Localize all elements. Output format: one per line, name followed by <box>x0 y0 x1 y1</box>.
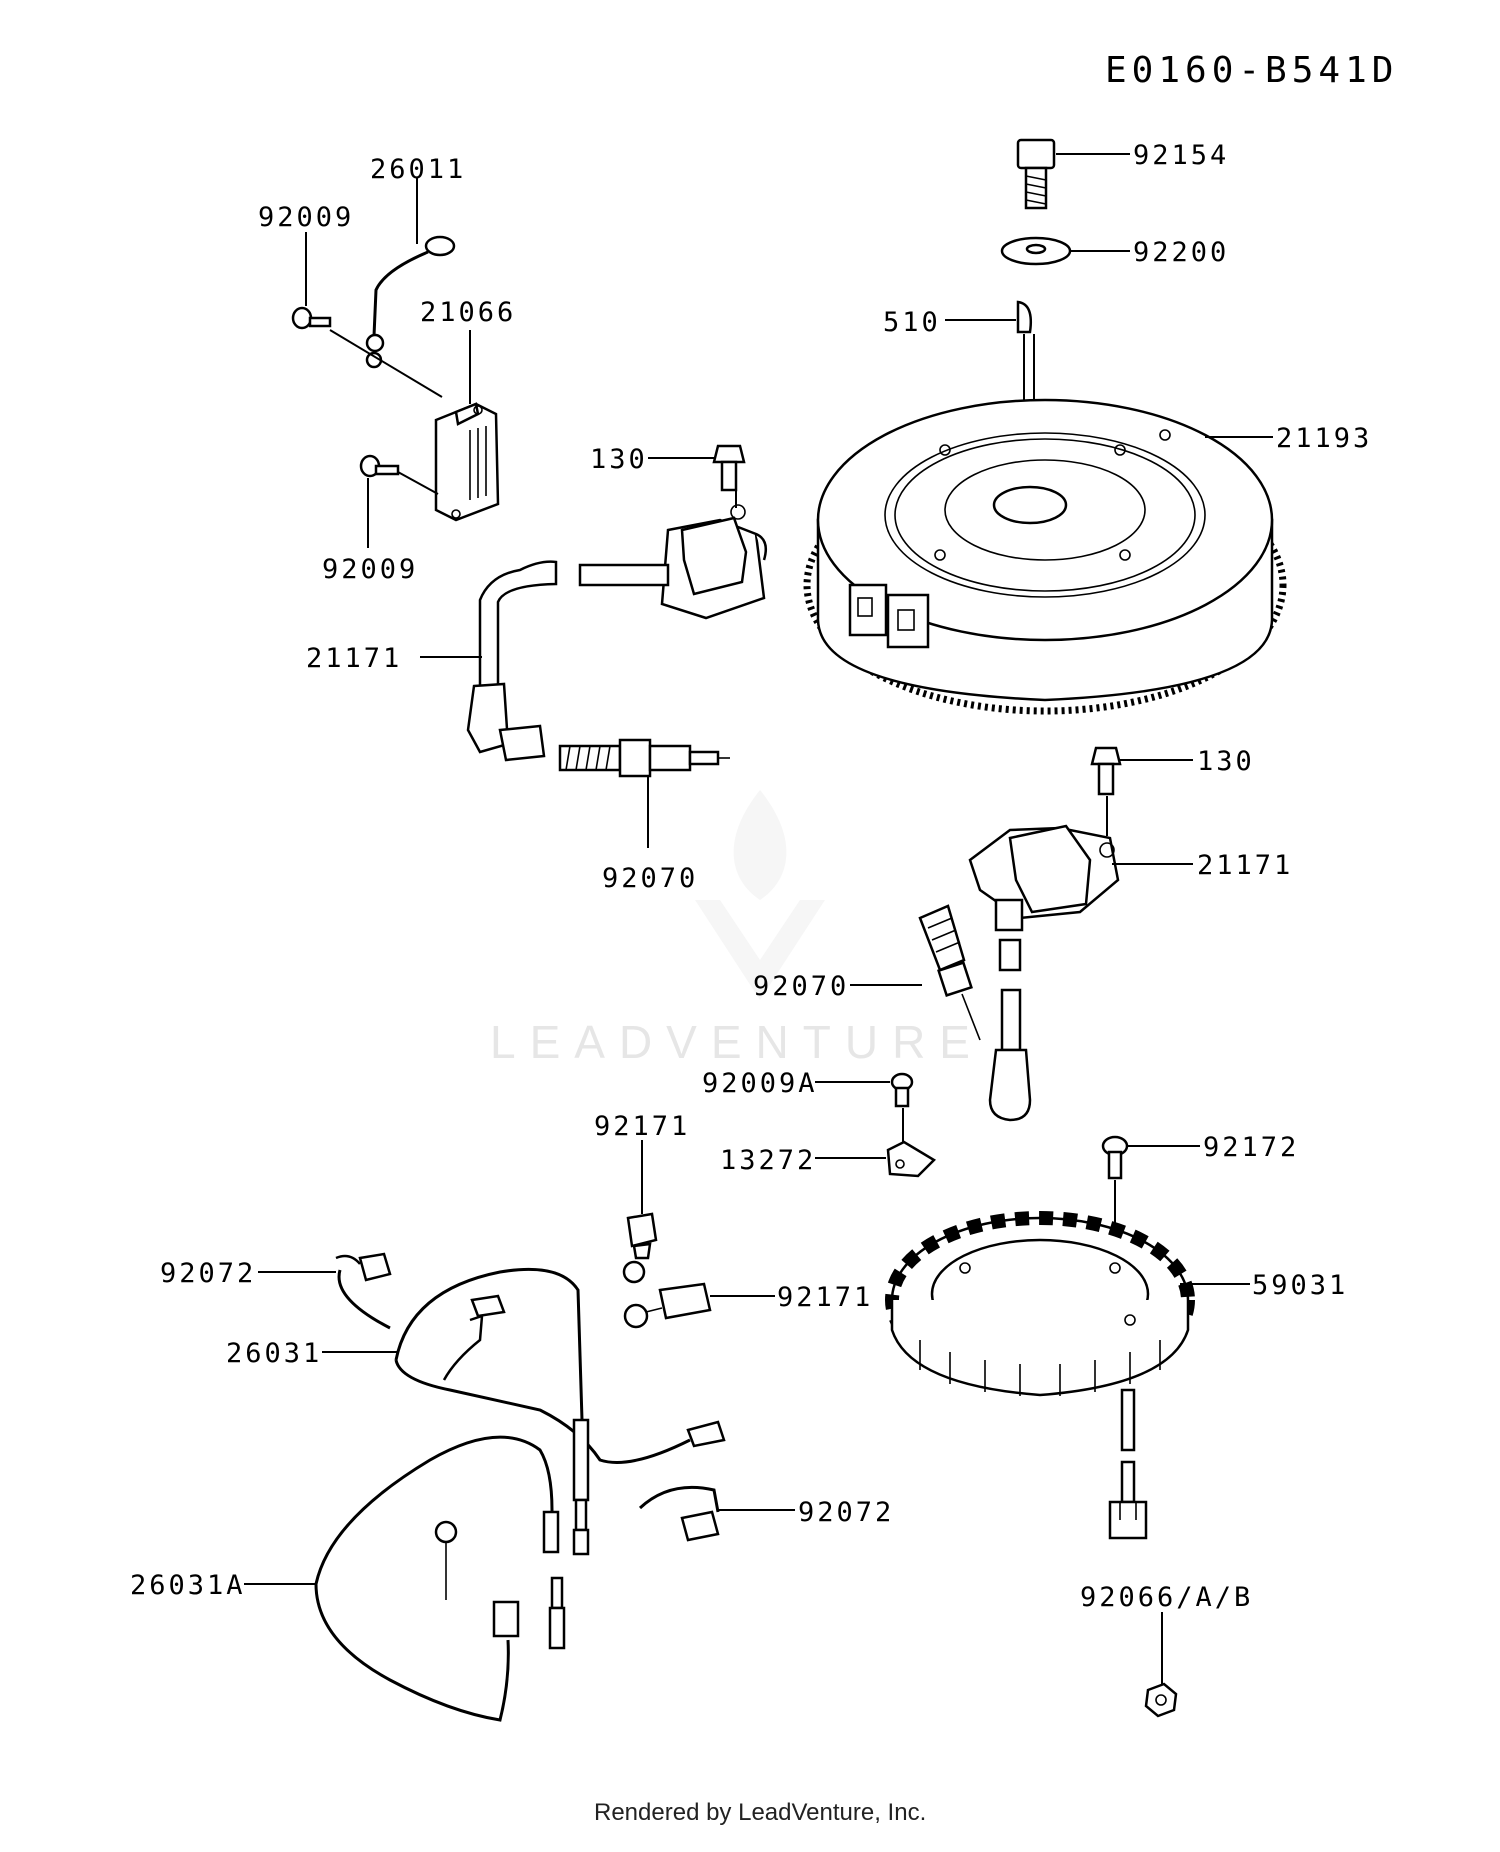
label-92009-bottom[interactable]: 92009 <box>322 554 418 585</box>
screw-92009-bottom-icon[interactable] <box>359 454 400 478</box>
diagram-code: E0160-B541D <box>1105 50 1398 91</box>
label-92200[interactable]: 92200 <box>1133 237 1229 268</box>
label-21171-right[interactable]: 21171 <box>1197 850 1293 881</box>
harness-26031-icon[interactable] <box>394 1267 726 1556</box>
ignition-coil-21171-right-icon[interactable] <box>968 824 1120 1052</box>
spark-plug-92070-left-icon[interactable] <box>558 738 730 778</box>
label-510[interactable]: 510 <box>883 307 941 338</box>
washer-92200-icon[interactable] <box>1000 236 1072 266</box>
screw-92009a-icon[interactable] <box>890 1072 914 1108</box>
label-92066[interactable]: 92066/A/B <box>1080 1582 1253 1613</box>
label-26011[interactable]: 26011 <box>370 154 466 185</box>
connector-92072-top-icon[interactable] <box>335 1252 392 1330</box>
screw-92009-top-icon[interactable] <box>291 306 332 330</box>
label-92009-top[interactable]: 92009 <box>258 202 354 233</box>
bolt-130-right-icon[interactable] <box>1090 746 1122 796</box>
label-92171-bottom[interactable]: 92171 <box>777 1282 873 1313</box>
spark-plug-92070-right-icon[interactable] <box>918 904 981 1041</box>
label-26031a[interactable]: 26031A <box>130 1570 246 1601</box>
label-21066[interactable]: 21066 <box>420 297 516 328</box>
label-92070-right[interactable]: 92070 <box>753 971 849 1002</box>
label-59031[interactable]: 59031 <box>1252 1270 1348 1301</box>
harness-26031a-icon[interactable] <box>314 1435 566 1722</box>
label-13272[interactable]: 13272 <box>720 1145 816 1176</box>
connector-92072-bottom-icon[interactable] <box>638 1485 720 1542</box>
ignition-coil-21171-left-icon[interactable] <box>660 504 767 620</box>
watermark-text: LEADVENTURE <box>490 1016 984 1068</box>
label-92070-left[interactable]: 92070 <box>602 863 698 894</box>
label-26031[interactable]: 26031 <box>226 1338 322 1369</box>
nut-92066-icon[interactable] <box>1144 1682 1178 1718</box>
label-92072-bottom[interactable]: 92072 <box>798 1497 894 1528</box>
label-130-right[interactable]: 130 <box>1197 746 1255 777</box>
watermark-logo <box>695 790 825 1000</box>
bolt-92172-icon[interactable] <box>1101 1135 1129 1180</box>
spark-plug-cap-right-icon[interactable] <box>988 1048 1032 1122</box>
flywheel-21193-icon[interactable] <box>803 398 1287 715</box>
stator-59031-icon[interactable] <box>885 1211 1195 1540</box>
label-92172[interactable]: 92172 <box>1203 1132 1299 1163</box>
label-92154[interactable]: 92154 <box>1133 140 1229 171</box>
footer-credit: Rendered by LeadVenture, Inc. <box>594 1799 926 1826</box>
terminal-92171-bottom-icon[interactable] <box>623 1282 712 1329</box>
label-21171-left[interactable]: 21171 <box>306 643 402 674</box>
label-92072-top[interactable]: 92072 <box>160 1258 256 1289</box>
key-510-icon[interactable] <box>1016 300 1032 334</box>
label-92171-top[interactable]: 92171 <box>594 1111 690 1142</box>
label-130-top[interactable]: 130 <box>590 444 648 475</box>
regulator-21066-icon[interactable] <box>434 402 500 522</box>
plate-13272-icon[interactable] <box>886 1140 937 1178</box>
terminal-92171-top-icon[interactable] <box>622 1212 658 1284</box>
bolt-130-top-icon[interactable] <box>712 444 746 492</box>
ground-cable-26011-icon[interactable] <box>365 235 456 369</box>
label-21193[interactable]: 21193 <box>1276 423 1372 454</box>
label-92009a[interactable]: 92009A <box>702 1068 818 1099</box>
spark-plug-cap-icon[interactable] <box>466 682 546 762</box>
bolt-92154-icon[interactable] <box>1016 138 1056 210</box>
